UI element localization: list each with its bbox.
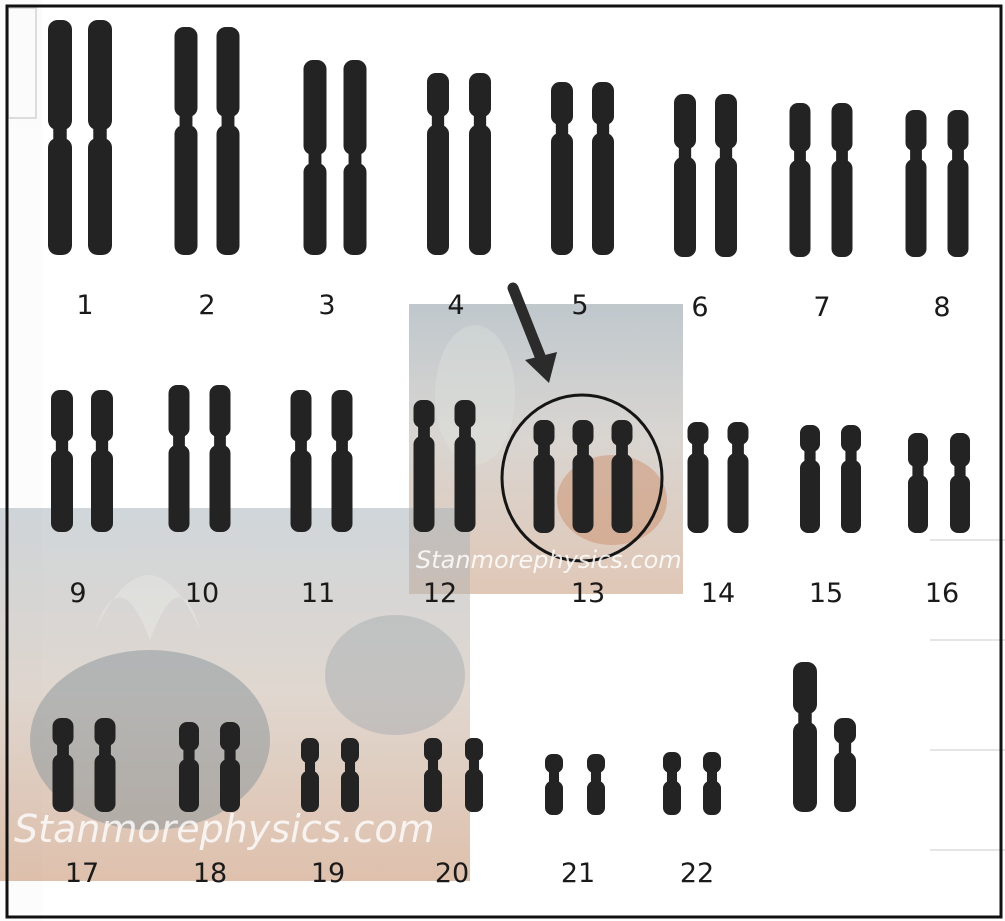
chromosome-14-copy-1 [688,422,709,533]
chromosome-17-copy-1 [53,718,74,812]
chromosome-20-copy-1 [424,738,442,812]
chromosome-label-6: 6 [691,292,708,323]
chromosome-15-copy-2 [841,425,861,533]
chromosome-20-copy-2 [465,738,483,812]
chromosome-label-22: 22 [680,858,714,889]
chromosome-7-copy-2 [832,103,853,257]
watermark-text-small: Stanmorephysics.com [416,546,682,574]
chromosome-10-copy-1 [169,385,190,532]
chromosome-label-9: 9 [69,578,86,609]
chromosome-22-copy-1 [663,752,681,815]
chromosome-label-5: 5 [571,290,588,321]
sex-chromosomes [793,662,856,812]
chromosome-8-copy-2 [948,110,969,257]
chromosome-19-copy-2 [341,738,359,812]
chromosome-10-copy-2 [210,385,231,532]
chromosome-label-21: 21 [561,858,595,889]
chromosome-16-copy-1 [908,433,928,533]
chromosome-label-11: 11 [301,578,335,609]
chromosome-label-4: 4 [447,290,464,321]
row-1-chromosomes [48,20,969,257]
chromosome-label-17: 17 [65,858,99,889]
chromosome-label-7: 7 [813,292,830,323]
chromosome-2-copy-2 [217,27,240,255]
chromosome-9-copy-1 [51,390,73,532]
chromosome-5-copy-1 [551,82,573,255]
chromosome-21-copy-1 [545,754,563,815]
chromosome-12-copy-2 [455,400,476,532]
chromosome-12-copy-1 [414,400,435,532]
chromosome-13-copy-3 [612,420,633,533]
chromosome-label-14: 14 [701,578,735,609]
chromosome-18-copy-2 [220,722,240,812]
chromosome-label-20: 20 [435,858,469,889]
chromosome-3-copy-2 [344,60,367,255]
chromosome-11-copy-1 [291,390,312,532]
chromosome-label-2: 2 [198,290,215,321]
chromosome-label-8: 8 [933,292,950,323]
chromosome-label-18: 18 [193,858,227,889]
chromosome-4-copy-2 [469,73,491,255]
chromosome-label-19: 19 [311,858,345,889]
chromosome-label-12: 12 [423,578,457,609]
chromosome-label-3: 3 [318,290,335,321]
sex-chromosome-second [834,718,856,812]
chromosome-label-1: 1 [76,290,93,321]
chromosome-16-copy-2 [950,433,970,533]
chromosome-14-copy-2 [728,422,749,533]
chromosome-7-copy-1 [790,103,811,257]
chromosome-9-copy-2 [91,390,113,532]
chromosome-3-copy-1 [304,60,327,255]
chromosome-15-copy-1 [800,425,820,533]
chromosome-1-copy-1 [48,20,72,255]
chromosome-8-copy-1 [906,110,927,257]
chromosome-label-16: 16 [925,578,959,609]
chromosome-17-copy-2 [95,718,116,812]
chromosome-5-copy-2 [592,82,614,255]
chromosome-label-15: 15 [809,578,843,609]
chromosome-label-13: 13 [571,578,605,609]
chromosome-6-copy-2 [715,94,737,257]
chromosome-2-copy-1 [175,27,198,255]
chromosome-21-copy-2 [587,754,605,815]
sex-chromosome-x [793,662,817,812]
chromosome-11-copy-2 [332,390,353,532]
chromosome-22-copy-2 [703,752,721,815]
chromosome-18-copy-1 [179,722,199,812]
chromosome-label-10: 10 [185,578,219,609]
watermark-text-large: Stanmorephysics.com [14,807,435,851]
chromosome-13-copy-2 [573,420,594,533]
chromosome-19-copy-1 [301,738,319,812]
chromosome-4-copy-1 [427,73,449,255]
chromosome-1-copy-2 [88,20,112,255]
chromosome-6-copy-1 [674,94,696,257]
chromosome-13-copy-1 [534,420,555,533]
